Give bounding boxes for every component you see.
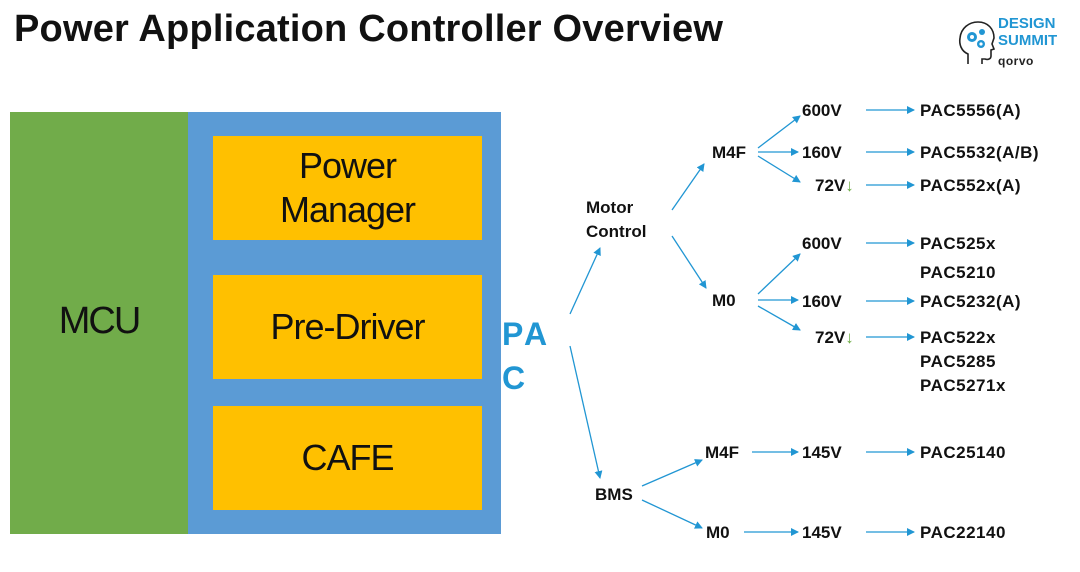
- pac-label-2: C: [502, 360, 529, 396]
- part-pac5232a: PAC5232(A): [920, 292, 1022, 311]
- mcu-block: MCU: [10, 112, 188, 534]
- design-summit-logo: DESIGN SUMMIT qorvo: [958, 16, 1068, 74]
- part-pac525x: PAC525x: [920, 234, 996, 253]
- part-pac5285: PAC5285: [920, 352, 996, 371]
- part-pac5210: PAC5210: [920, 263, 996, 282]
- voltage-72v-m0-text: 72V: [815, 328, 846, 347]
- mcu-label: MCU: [58, 300, 142, 342]
- voltage-72v-m0: 72V↓: [815, 328, 854, 348]
- arrow-pac-motor: [569, 247, 601, 315]
- voltage-160v-m0: 160V: [802, 292, 842, 311]
- motor-control-label-2: Control: [586, 222, 647, 241]
- part-pac5532ab: PAC5532(A/B): [920, 143, 1040, 162]
- part-pac25140: PAC25140: [920, 443, 1006, 462]
- head-gears-icon: [958, 21, 996, 64]
- pac-label-1: PA: [502, 316, 551, 352]
- logo-brand: qorvo: [998, 54, 1034, 68]
- voltage-160v-m4f: 160V: [802, 143, 842, 162]
- cafe-block: CAFE: [213, 406, 482, 510]
- arrow-m4f-600: [757, 115, 801, 149]
- pac-block: Power Manager Pre-Driver CAFE: [188, 112, 501, 534]
- arrow-pac-bms: [569, 345, 603, 479]
- logo-line-2: SUMMIT: [998, 32, 1058, 49]
- power-manager-block: Power Manager: [213, 136, 482, 240]
- pac-label: PA C: [502, 312, 550, 400]
- pre-driver-label: Pre-Driver: [270, 306, 425, 347]
- bms-label: BMS: [595, 485, 633, 504]
- arrow-m0-600: [757, 253, 801, 295]
- part-pac22140: PAC22140: [920, 523, 1006, 542]
- page-title: Power Application Controller Overview: [14, 8, 724, 50]
- bms-m4f-label: M4F: [705, 443, 739, 462]
- part-pac5556a: PAC5556(A): [920, 101, 1022, 120]
- pre-driver-block: Pre-Driver: [213, 275, 482, 379]
- bms-m0-label: M0: [706, 523, 730, 542]
- voltage-600v-m4f: 600V: [802, 101, 842, 120]
- voltage-72v-m4f-text: 72V: [815, 176, 846, 195]
- arrow-bms-m0: [641, 499, 703, 529]
- arrow-m0-72: [757, 305, 801, 331]
- power-manager-label-1: Power: [298, 145, 397, 186]
- down-arrow-icon: ↓: [845, 176, 854, 195]
- arrow-m4f-72: [757, 155, 801, 183]
- arrow-motor-m0: [671, 235, 707, 289]
- cafe-label: CAFE: [301, 437, 394, 478]
- voltage-145v-m4f: 145V: [802, 443, 842, 462]
- voltage-72v-m4f: 72V↓: [815, 176, 854, 196]
- motor-m4f-label: M4F: [712, 143, 746, 162]
- arrow-bms-m4f: [641, 459, 703, 487]
- part-pac552xa: PAC552x(A): [920, 176, 1022, 195]
- voltage-600v-m0: 600V: [802, 234, 842, 253]
- logo-line-1: DESIGN: [998, 15, 1056, 32]
- motor-m0-label: M0: [712, 291, 736, 310]
- voltage-145v-m0: 145V: [802, 523, 842, 542]
- arrow-motor-m4f: [671, 163, 705, 211]
- part-pac5271x: PAC5271x: [920, 376, 1006, 395]
- down-arrow-icon: ↓: [845, 328, 854, 347]
- motor-control-label-1: Motor: [586, 198, 634, 217]
- part-pac522x: PAC522x: [920, 328, 996, 347]
- power-manager-label-2: Manager: [279, 189, 416, 230]
